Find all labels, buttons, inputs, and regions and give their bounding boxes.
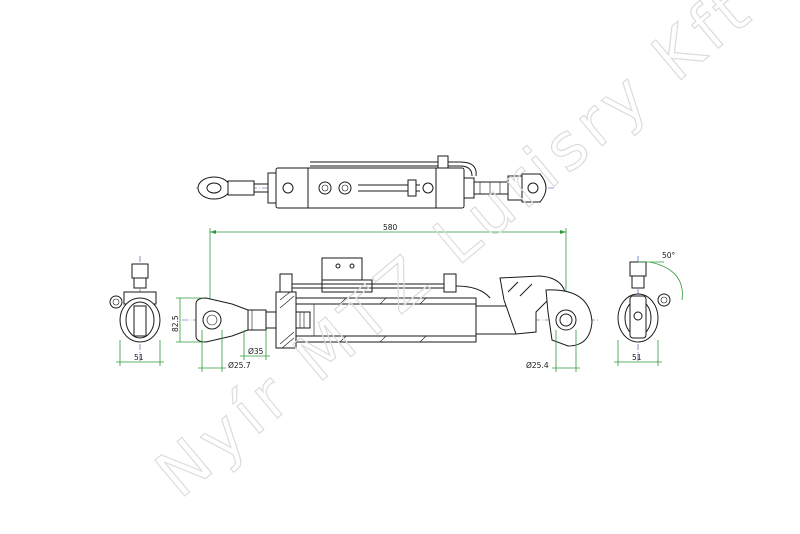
right-end-view: 50° 51 <box>614 251 683 366</box>
front-view-dimensions: 82.5 Ø35 Ø25.7 Ø25.4 <box>171 297 580 372</box>
right-pin-diameter-label: Ø25.4 <box>526 361 549 370</box>
left-end-view: 51 <box>109 256 164 366</box>
overall-length-dimension: 580 <box>209 223 567 300</box>
height-label: 82.5 <box>171 315 180 332</box>
left-width-label: 51 <box>134 353 144 362</box>
section-hatch <box>279 291 427 349</box>
rod-diameter-label: Ø35 <box>248 347 264 356</box>
top-view <box>196 155 556 209</box>
angle-label: 50° <box>662 251 676 260</box>
right-width-label: 51 <box>632 353 642 362</box>
front-view <box>182 257 600 349</box>
length-label: 580 <box>383 223 398 232</box>
left-pin-diameter-label: Ø25.7 <box>228 361 251 370</box>
